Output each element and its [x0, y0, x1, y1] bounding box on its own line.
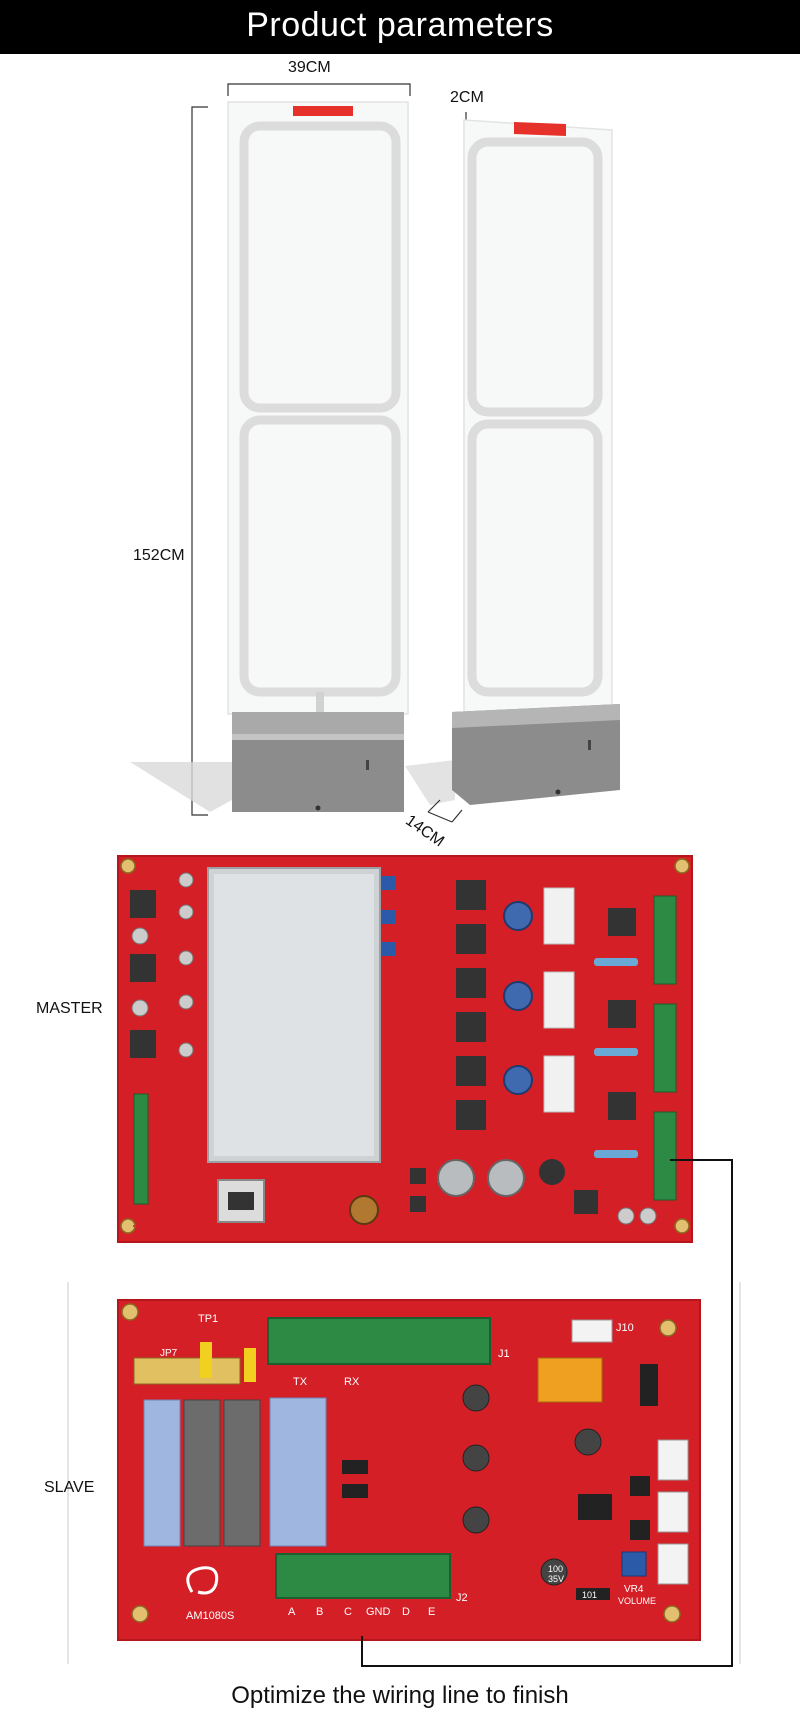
j10-connector — [571, 1319, 613, 1343]
master-side-connector — [133, 1093, 149, 1205]
master-output-connector-3 — [653, 1111, 677, 1201]
vr4-label: VR4 — [624, 1584, 644, 1595]
wiring-line — [361, 1159, 733, 1667]
rx-label: RX — [344, 1376, 360, 1388]
width-dimension-line — [227, 83, 411, 96]
volume-trimmer — [621, 1551, 647, 1577]
tp1-label: TP1 — [198, 1313, 219, 1325]
caption: Optimize the wiring line to finish — [231, 1682, 569, 1709]
thickness-label: 2CM — [450, 89, 484, 106]
heatsink — [207, 867, 381, 1163]
left-antenna — [227, 101, 409, 812]
header-bar: Product parameters — [0, 0, 800, 54]
tx-label: TX — [293, 1376, 308, 1388]
model-label: AM1080S — [186, 1610, 235, 1622]
rj45-port — [217, 1179, 265, 1223]
height-dimension-line — [191, 106, 208, 816]
j2-pin-a: A — [288, 1606, 296, 1618]
width-label: 39CM — [288, 59, 331, 76]
j1-label: J1 — [498, 1348, 510, 1360]
left-alarm-light — [293, 106, 353, 116]
j2-pin-gnd: GND — [366, 1606, 391, 1618]
left-floor-shadow — [130, 762, 232, 812]
depth-dimension-line — [427, 799, 463, 823]
page-title: Product parameters — [246, 6, 554, 44]
cap-voltage-label: 35V — [548, 1574, 565, 1584]
j1-connector — [267, 1317, 491, 1365]
master-board — [117, 855, 693, 1243]
cap-value-label: 100 — [548, 1564, 564, 1574]
j2-label: J2 — [456, 1592, 468, 1604]
slave-board — [117, 1299, 701, 1641]
right-floor-shadow — [405, 760, 455, 805]
j10-label: J10 — [616, 1322, 634, 1334]
jp7-label: JP7 — [160, 1348, 178, 1359]
j2-pin-d: D — [402, 1606, 410, 1618]
master-output-connector-2 — [653, 1003, 677, 1093]
brand-logo — [186, 1566, 219, 1595]
relay — [537, 1357, 603, 1403]
j2-pin-c: C — [344, 1606, 352, 1618]
j2-pin-b: B — [316, 1606, 324, 1618]
height-label: 152CM — [133, 547, 185, 564]
volume-label: VOLUME — [618, 1596, 657, 1606]
resistor-101-label: 101 — [582, 1590, 598, 1600]
master-output-connector-1 — [653, 895, 677, 985]
antenna-illustration — [130, 83, 620, 823]
right-antenna — [452, 119, 620, 805]
right-alarm-light — [514, 122, 566, 136]
master-label: MASTER — [36, 1000, 103, 1017]
j2-pin-e: E — [428, 1606, 436, 1618]
j2-connector — [275, 1553, 451, 1599]
slave-label: SLAVE — [44, 1479, 95, 1496]
